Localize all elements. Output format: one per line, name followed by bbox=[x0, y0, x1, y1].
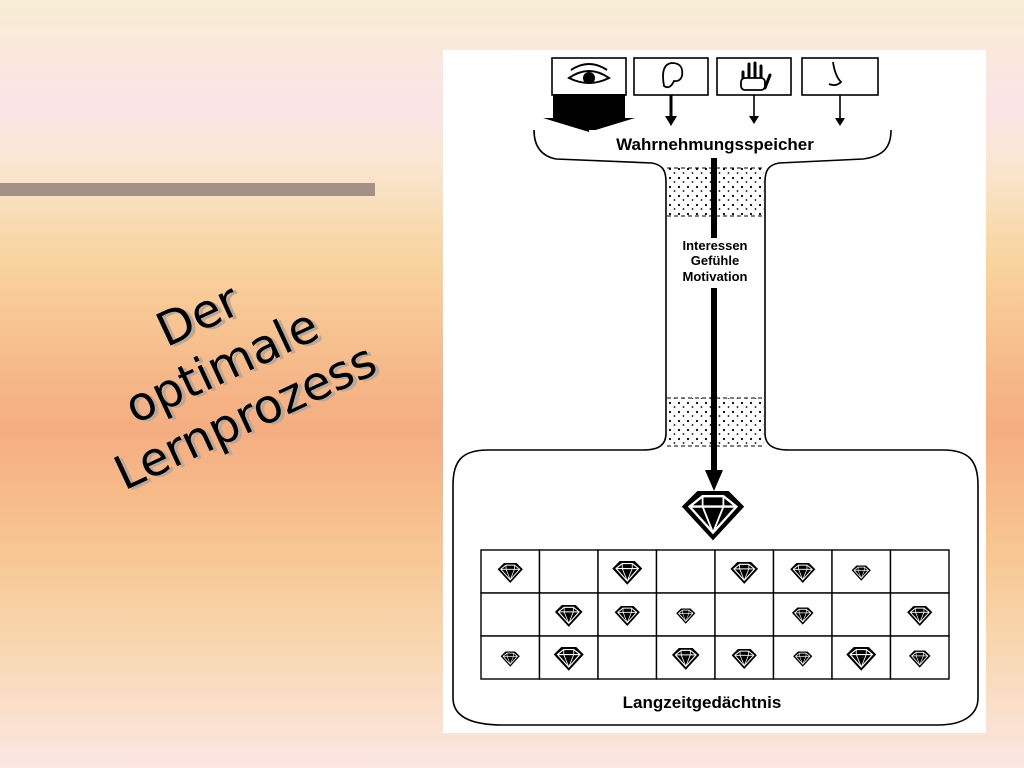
flow-arrow-head bbox=[705, 470, 723, 491]
ear-icon bbox=[662, 62, 684, 89]
filter-label-interests: Interessen bbox=[682, 238, 747, 253]
sense-box-ear bbox=[633, 57, 709, 126]
memory-cell bbox=[655, 549, 716, 594]
memory-cell bbox=[889, 549, 950, 594]
sense-box-hand bbox=[716, 57, 792, 124]
memory-cell bbox=[480, 592, 541, 637]
memory-cell bbox=[831, 592, 892, 637]
memory-cell bbox=[714, 592, 775, 637]
learning-process-diagram: Wahrnehmungsspeicher Interessen Gefühle … bbox=[443, 50, 986, 733]
long-term-memory-label: Langzeitgedächtnis bbox=[623, 693, 782, 712]
title-rule-bar bbox=[0, 183, 375, 196]
eye-icon bbox=[567, 63, 611, 84]
nose-icon bbox=[828, 61, 843, 87]
sensory-store-label: Wahrnehmungsspeicher bbox=[616, 135, 814, 154]
sense-box-nose bbox=[801, 57, 879, 126]
hand-icon bbox=[740, 61, 772, 91]
memory-funnel-outline bbox=[452, 129, 979, 726]
memory-grid bbox=[480, 549, 950, 680]
memory-cell bbox=[597, 549, 658, 594]
filter-label-motivation: Motivation bbox=[683, 269, 748, 284]
memory-cell bbox=[538, 549, 599, 594]
slide-title: Der optimale Lernprozess bbox=[23, 215, 420, 519]
memory-cell bbox=[597, 635, 658, 680]
sense-box-eye bbox=[543, 57, 635, 132]
diamond-icon bbox=[680, 489, 746, 542]
diagram-canvas: Wahrnehmungsspeicher Interessen Gefühle … bbox=[452, 57, 979, 726]
filter-label-feelings: Gefühle bbox=[691, 253, 739, 268]
